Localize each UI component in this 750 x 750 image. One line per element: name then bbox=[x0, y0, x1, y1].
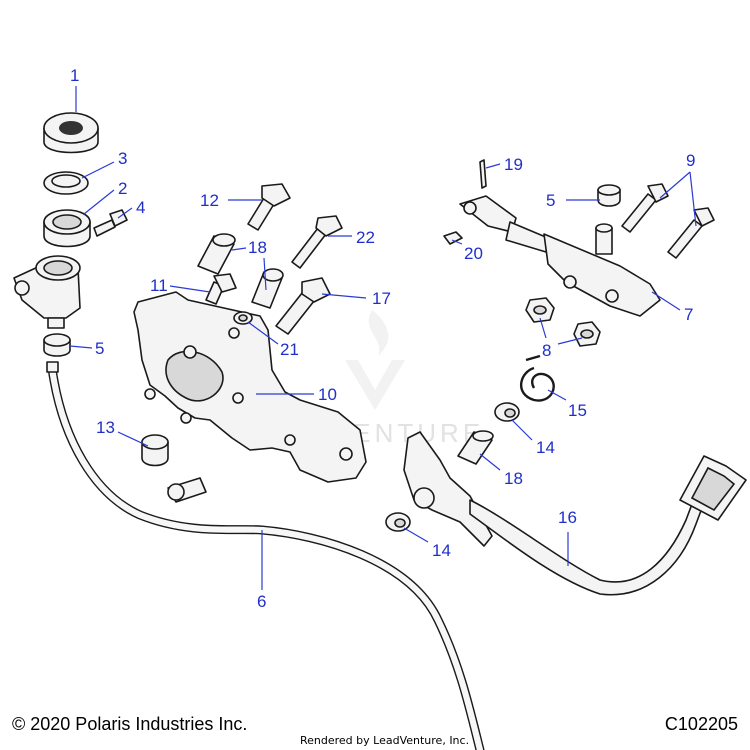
part-13-grommet[interactable] bbox=[141, 434, 169, 467]
rendered-by-credit: Rendered by LeadVenture, Inc. bbox=[300, 734, 470, 747]
callout-2: 2 bbox=[118, 179, 127, 198]
callout-17: 17 bbox=[372, 289, 391, 308]
callout-7: 7 bbox=[684, 305, 693, 324]
callout-8: 8 bbox=[542, 341, 551, 360]
part-18-spacer-middle[interactable] bbox=[251, 268, 284, 309]
callout-16: 16 bbox=[558, 508, 577, 527]
callout-11: 11 bbox=[150, 276, 168, 295]
part-10-mounting-bracket[interactable] bbox=[133, 291, 367, 483]
part-9-bolt-upper[interactable] bbox=[621, 183, 669, 233]
copyright-notice: © 2020 Polaris Industries Inc. bbox=[12, 714, 248, 734]
callout-18-upper: 18 bbox=[248, 238, 267, 257]
callout-9: 9 bbox=[686, 151, 695, 170]
part-7-master-cylinder[interactable] bbox=[459, 195, 661, 317]
part-14-bushing-lower[interactable] bbox=[385, 512, 411, 532]
part-21-washer[interactable] bbox=[233, 311, 253, 325]
part-5-clamp-left[interactable] bbox=[43, 333, 71, 357]
part-16-clutch-pedal[interactable] bbox=[403, 431, 747, 596]
part-5-clamp-right[interactable] bbox=[597, 184, 621, 207]
callout-15: 15 bbox=[568, 401, 587, 420]
callout-19: 19 bbox=[504, 155, 523, 174]
part-15-return-spring[interactable] bbox=[520, 354, 555, 402]
callout-14-lower: 14 bbox=[432, 541, 451, 560]
callout-10: 10 bbox=[318, 385, 337, 404]
callout-4: 4 bbox=[136, 198, 145, 217]
part-1-reservoir-cap[interactable] bbox=[43, 112, 99, 154]
callout-6: 6 bbox=[257, 592, 266, 611]
part-3-diaphragm[interactable] bbox=[43, 171, 89, 195]
watermark-logo bbox=[345, 310, 405, 410]
part-11-bolt[interactable] bbox=[205, 273, 237, 305]
callout-labels: 1 3 2 4 5 12 22 18 11 21 17 10 13 19 5 2… bbox=[70, 66, 695, 611]
part-19-cotter-pin[interactable] bbox=[479, 159, 487, 189]
callout-3: 3 bbox=[118, 149, 127, 168]
callout-12: 12 bbox=[200, 191, 219, 210]
diagram-id: C102205 bbox=[664, 714, 738, 734]
part-22-bolt[interactable] bbox=[291, 215, 343, 269]
callout-5-left: 5 bbox=[95, 339, 104, 358]
callout-13: 13 bbox=[96, 418, 115, 437]
hose-clip[interactable] bbox=[167, 477, 207, 503]
part-9-bolt-lower[interactable] bbox=[667, 207, 715, 259]
callout-18-lower: 18 bbox=[504, 469, 523, 488]
part-8-nut-lower[interactable] bbox=[573, 321, 601, 347]
callout-1: 1 bbox=[70, 66, 79, 85]
callout-21: 21 bbox=[280, 340, 299, 359]
callout-5-right: 5 bbox=[546, 191, 555, 210]
callout-20: 20 bbox=[464, 244, 483, 263]
part-8-nut-upper[interactable] bbox=[525, 297, 555, 323]
part-17-bolt[interactable] bbox=[275, 277, 331, 335]
reservoir-body[interactable] bbox=[13, 255, 81, 329]
callout-14-upper: 14 bbox=[536, 438, 555, 457]
part-18-spacer-lower[interactable] bbox=[457, 430, 494, 465]
part-12-bolt[interactable] bbox=[247, 183, 291, 231]
part-2-diaphragm-plate[interactable] bbox=[43, 209, 91, 248]
callout-22: 22 bbox=[356, 228, 375, 247]
part-14-bushing-upper[interactable] bbox=[494, 402, 520, 422]
leader-lines bbox=[69, 86, 697, 590]
part-18-spacer-upper[interactable] bbox=[197, 233, 236, 275]
part-4-screw[interactable] bbox=[93, 209, 128, 237]
part-20-clevis-pin[interactable] bbox=[443, 231, 463, 245]
